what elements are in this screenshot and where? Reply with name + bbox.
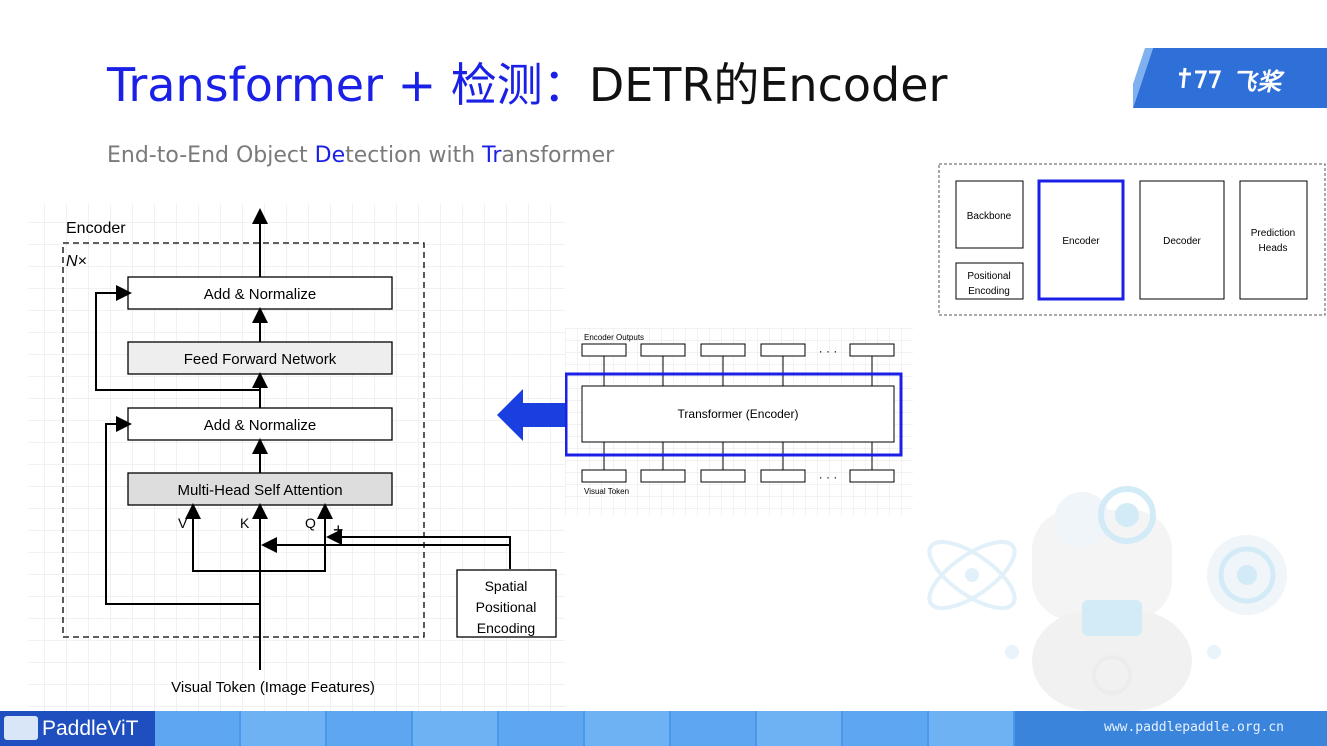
subtitle-hl2: Tr [482, 143, 502, 168]
prediction-heads-line1: Prediction [1251, 228, 1295, 239]
page-subtitle: End-to-End Object Detection with Transfo… [107, 143, 614, 168]
plus-q-label: + [333, 520, 344, 540]
repeat-label: N× [66, 253, 87, 270]
transformer-encoder-box [581, 385, 895, 443]
encoder-label: Encoder [66, 220, 126, 237]
title-part2: DETR的Encoder [588, 58, 948, 112]
subtitle-mid: tection with [345, 143, 483, 168]
add-normalize-bottom-label: Add & Normalize [204, 417, 317, 434]
spatial-pe-line1: Spatial [485, 578, 528, 594]
backbone-box [955, 180, 1024, 249]
dots-top: · · · [819, 344, 838, 358]
positional-encoding-line2: Encoding [968, 286, 1010, 297]
logo-text: 飞桨 [1232, 68, 1282, 96]
transformer-encoder-label: Transformer (Encoder) [678, 407, 799, 421]
add-normalize-top-label: Add & Normalize [204, 286, 317, 303]
encoder-block-outline [62, 242, 425, 638]
backbone-label: Backbone [967, 211, 1012, 222]
paddlevit-label: PaddleViT [42, 717, 139, 740]
encoder-diagram: Encoder N× Add & Normalize Feed Forward … [28, 204, 565, 712]
encoder-box [1037, 179, 1125, 301]
mhsa-label: Multi-Head Self Attention [177, 482, 342, 499]
prediction-heads-line2: Heads [1259, 243, 1288, 254]
decoder-label: Decoder [1163, 236, 1201, 247]
website-url: www.paddlepaddle.org.cn [1104, 720, 1285, 735]
dots-bottom: · · · [819, 470, 838, 484]
positional-encoding-box [955, 262, 1024, 300]
paddlevit-logo-icon [4, 716, 38, 740]
encoder-highlight [565, 372, 903, 457]
subtitle-hl1: De [314, 143, 346, 168]
q-label: Q [305, 515, 316, 531]
positional-encoding-line1: Positional [967, 271, 1010, 282]
paddle-logo [1133, 48, 1327, 108]
page-title: Transformer + 检测：DETR的Encoder [107, 55, 947, 115]
spatial-pe-line3: Encoding [477, 620, 535, 636]
transformer-panel: Encoder Outputs · · · · · · Transformer … [565, 328, 913, 515]
subtitle-suffix: ansformer [501, 143, 615, 168]
detr-pipeline: Backbone Positional Encoding Encoder Dec… [938, 163, 1326, 316]
plus-k-label: + [266, 535, 277, 555]
title-part1: Transformer + 检测： [107, 58, 589, 112]
footer-bar [0, 711, 1327, 746]
decoder-box [1139, 180, 1225, 300]
prediction-heads-box [1239, 180, 1308, 300]
encoder-outputs-label: Encoder Outputs [584, 333, 644, 342]
visual-token-label: Visual Token (Image Features) [171, 679, 375, 696]
ffn-label: Feed Forward Network [184, 351, 337, 368]
k-label: K [240, 515, 250, 531]
robot-illustration [927, 486, 1287, 711]
spatial-pe-box [456, 569, 557, 638]
visual-token-small-label: Visual Token [584, 487, 629, 496]
encoder-pipeline-label: Encoder [1062, 236, 1100, 247]
paddle-mark-icon [1179, 67, 1222, 89]
subtitle-prefix: End-to-End Object [107, 143, 315, 168]
spatial-pe-line2: Positional [476, 599, 537, 615]
v-label: V [178, 515, 188, 531]
left-arrow-icon [497, 389, 565, 441]
paddlevit-brand: PaddleViT [0, 711, 155, 746]
